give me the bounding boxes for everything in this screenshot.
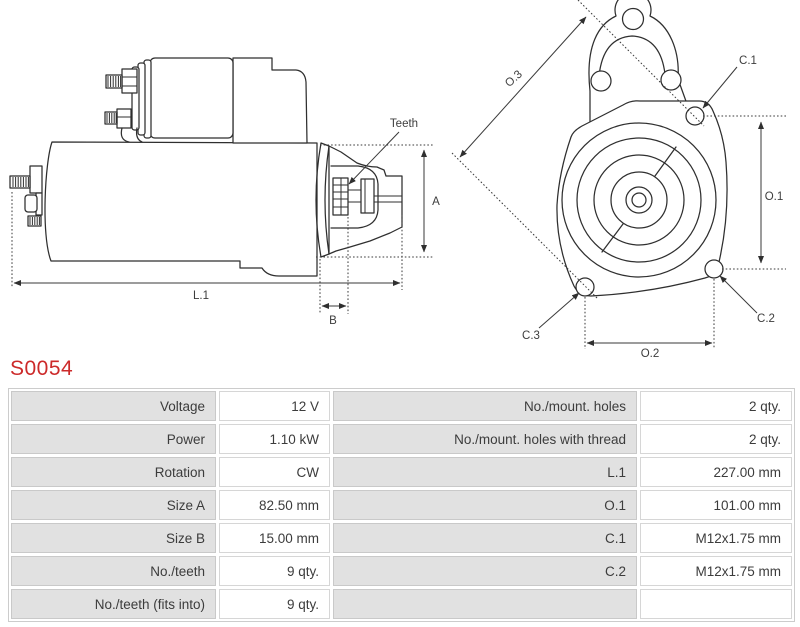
mounting-face-ring [315, 142, 330, 258]
dim-o1-label: O.1 [765, 191, 784, 203]
solenoid-terminals [104, 68, 138, 129]
dim-c1-label: C.1 [739, 55, 757, 67]
dim-b-label: B [329, 315, 337, 327]
bell-housing [588, 0, 688, 134]
side-view-drawing: Teeth A L.1 B [9, 57, 440, 327]
front-view-drawing: O.3 C.1 O.1 C.2 C.3 O.2 [451, 0, 786, 360]
teeth-label: Teeth [390, 118, 418, 130]
mount-hole-top-right [685, 106, 705, 126]
dim-o2-label: O.2 [641, 348, 660, 360]
dim-c2-label: C.2 [757, 313, 775, 325]
spec-value: 2 qty. [640, 424, 792, 454]
spec-label: Power [11, 424, 216, 454]
mount-hole-bottom-right [704, 259, 724, 279]
spec-label: Size A [11, 490, 216, 520]
spec-label: C.2 [333, 556, 637, 586]
spec-label: No./mount. holes with thread [333, 424, 637, 454]
spec-value: 9 qty. [219, 556, 330, 586]
solenoid [149, 57, 234, 139]
part-number: S0054 [10, 357, 74, 380]
spec-value: 227.00 mm [640, 457, 792, 487]
bearing-circles [561, 122, 717, 278]
spec-value: 101.00 mm [640, 490, 792, 520]
dim-a-label: A [432, 196, 440, 208]
spec-label [333, 589, 637, 619]
dim-c3-label: C.3 [522, 330, 540, 342]
spec-label: No./mount. holes [333, 391, 637, 421]
dim-o3-label: O.3 [503, 68, 525, 89]
spec-value: 82.50 mm [219, 490, 330, 520]
spec-table: Voltage 12 V No./mount. holes 2 qty. Pow… [8, 388, 795, 622]
spec-label: Size B [11, 523, 216, 553]
spec-value: 9 qty. [219, 589, 330, 619]
spec-label: L.1 [333, 457, 637, 487]
spec-label: Voltage [11, 391, 216, 421]
spec-value [640, 589, 792, 619]
spec-label: O.1 [333, 490, 637, 520]
spec-value: CW [219, 457, 330, 487]
spec-value: 12 V [219, 391, 330, 421]
spec-label: Rotation [11, 457, 216, 487]
spec-label: No./teeth (fits into) [11, 589, 216, 619]
spec-value: M12x1.75 mm [640, 523, 792, 553]
spec-value: 2 qty. [640, 391, 792, 421]
spec-label: C.1 [333, 523, 637, 553]
spec-value: 1.10 kW [219, 424, 330, 454]
dim-l1-label: L.1 [193, 290, 209, 302]
mount-hole-bottom-left [575, 277, 595, 297]
technical-drawing-svg: Teeth A L.1 B [9, 0, 786, 360]
motor-body [44, 141, 318, 277]
drive-housing-top [232, 57, 308, 144]
spec-value: M12x1.75 mm [640, 556, 792, 586]
spec-label: No./teeth [11, 556, 216, 586]
spec-value: 15.00 mm [219, 523, 330, 553]
